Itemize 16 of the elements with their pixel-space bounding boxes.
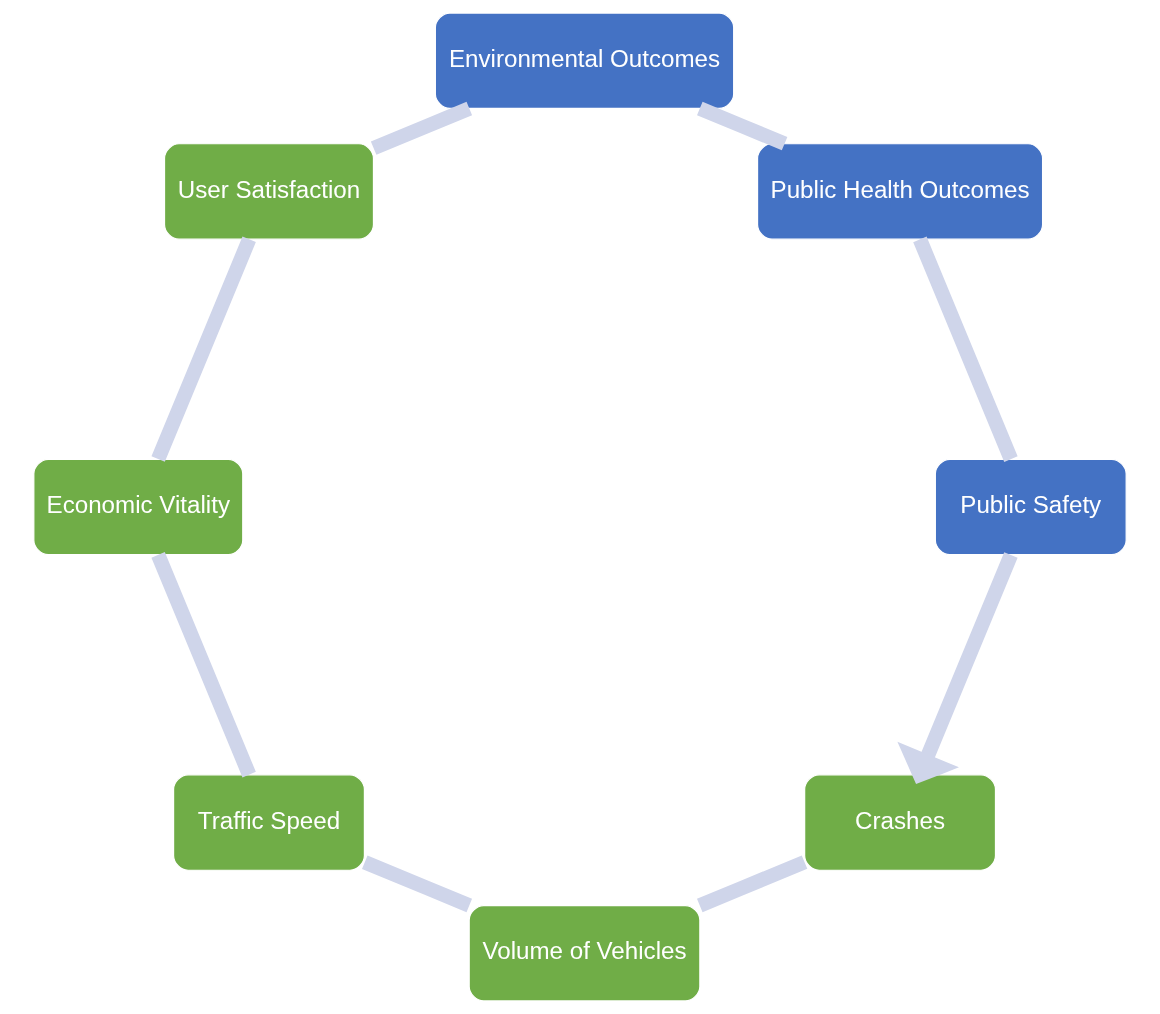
node-box: Traffic Speed	[172, 774, 365, 871]
node-box: Environmental Outcomes	[434, 12, 735, 110]
node-box: Public Safety	[934, 458, 1127, 556]
node-box: Public Health Outcomes	[756, 143, 1044, 240]
node-box: Economic Vitality	[33, 458, 244, 556]
node-box: User Satisfaction	[163, 143, 375, 240]
node-box: Crashes	[804, 774, 997, 871]
connector	[370, 101, 473, 155]
connector	[151, 236, 256, 462]
node-box: Volume of Vehicles	[468, 904, 701, 1002]
connector	[696, 855, 808, 913]
connector	[913, 236, 1018, 462]
arrow	[897, 552, 1018, 784]
connector	[151, 552, 256, 778]
connector	[697, 101, 788, 151]
connector	[362, 855, 473, 913]
